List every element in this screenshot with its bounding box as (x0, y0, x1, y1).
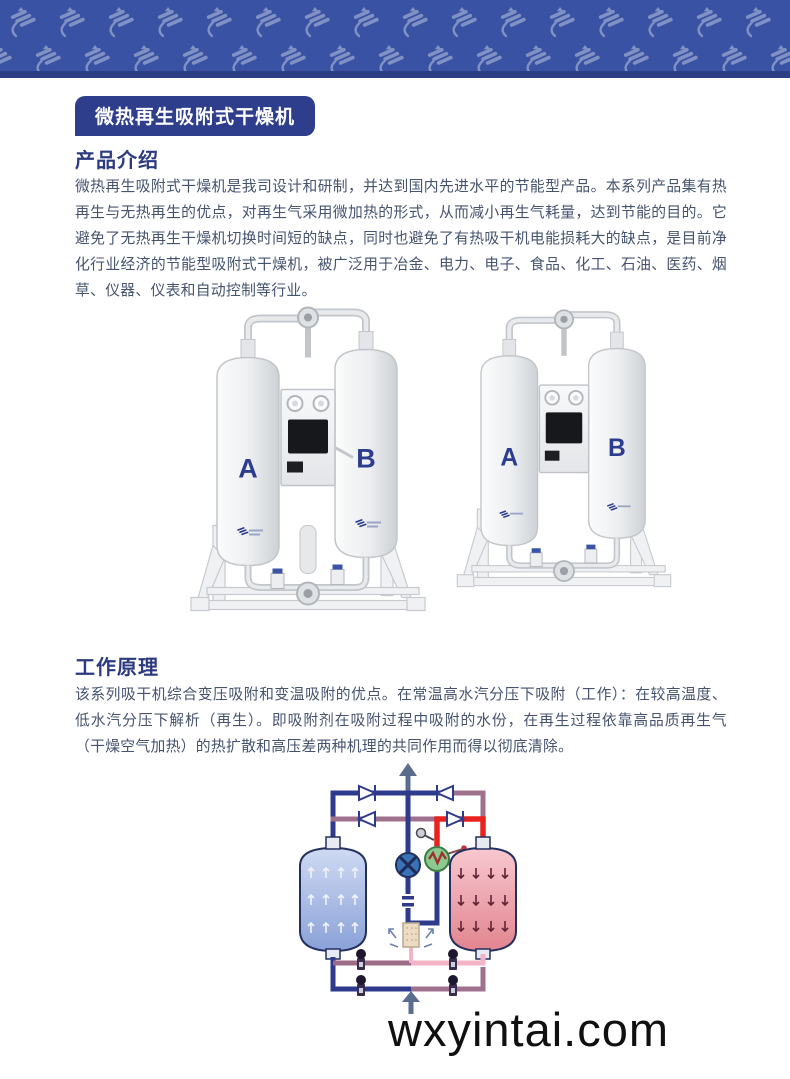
adsorbing-tower (299, 836, 367, 960)
downflow-arrows-icon (457, 868, 509, 933)
bottom-piping (244, 525, 370, 606)
purge-valve-icon (395, 852, 421, 878)
principle-body: 该系列吸干机综合变压吸附和变温吸附的优点。在常温高水汽分压下吸附（工作）：在较高… (75, 687, 727, 755)
exhaust-arrows-icon (388, 928, 434, 948)
tower-b-vessel (334, 331, 398, 559)
process-flow-schematic (299, 763, 517, 1014)
check-valve-icon (356, 784, 466, 828)
regenerating-tower (449, 836, 517, 960)
watermark-text: wxyintai.com (388, 1003, 670, 1056)
dryer-unit-illustration: A B (456, 309, 672, 588)
sensor-icon (415, 827, 435, 841)
header-band (0, 0, 790, 78)
brand-monogram-pattern (0, 0, 790, 78)
valve-cap-icon (272, 568, 283, 574)
dryer-photo-left: A B (183, 297, 433, 635)
valve-cap-icon (586, 544, 596, 550)
tower-b-label: B (356, 444, 376, 474)
display-screen (545, 412, 583, 444)
vessel-logo-mark (499, 503, 631, 518)
wet-air-inlet-arrow-icon (402, 991, 420, 1014)
tower-a-label: A (500, 444, 518, 471)
bottom-piping (506, 538, 621, 583)
intro-heading: 产品介绍 (75, 150, 159, 172)
top-piping (244, 306, 370, 358)
controller-box (538, 384, 590, 474)
controller-box (280, 388, 354, 487)
principle-heading: 工作原理 (75, 657, 159, 679)
tower-b-vessel (587, 331, 646, 539)
actuated-valve-icon (356, 949, 458, 996)
valve-cap-icon (332, 564, 343, 570)
tower-b-label: B (608, 435, 626, 462)
bottom-pipework (330, 947, 486, 992)
intro-body: 微热再生吸附式干燥机是我司设计和研制，并达到国内先进水平的节能型产品。本系列产品… (75, 179, 727, 299)
dryer-photo-right: A B (450, 301, 678, 609)
display-screen (288, 419, 328, 454)
dry-air-outlet-arrow-icon (399, 763, 417, 791)
upflow-arrows-icon (307, 866, 359, 933)
top-piping (505, 309, 621, 356)
tower-a-label: A (238, 454, 258, 484)
working-principle-diagram (283, 763, 533, 1020)
vessel-logo-mark (237, 519, 381, 536)
tower-a-vessel (480, 338, 539, 547)
page-title-badge: 微热再生吸附式干燥机 (75, 96, 316, 136)
tower-a-vessel (216, 339, 280, 567)
orifice-icon (401, 894, 415, 908)
muffler-icon (388, 922, 434, 948)
dryer-unit-illustration: A B (190, 306, 426, 612)
valve-cap-icon (531, 548, 541, 553)
